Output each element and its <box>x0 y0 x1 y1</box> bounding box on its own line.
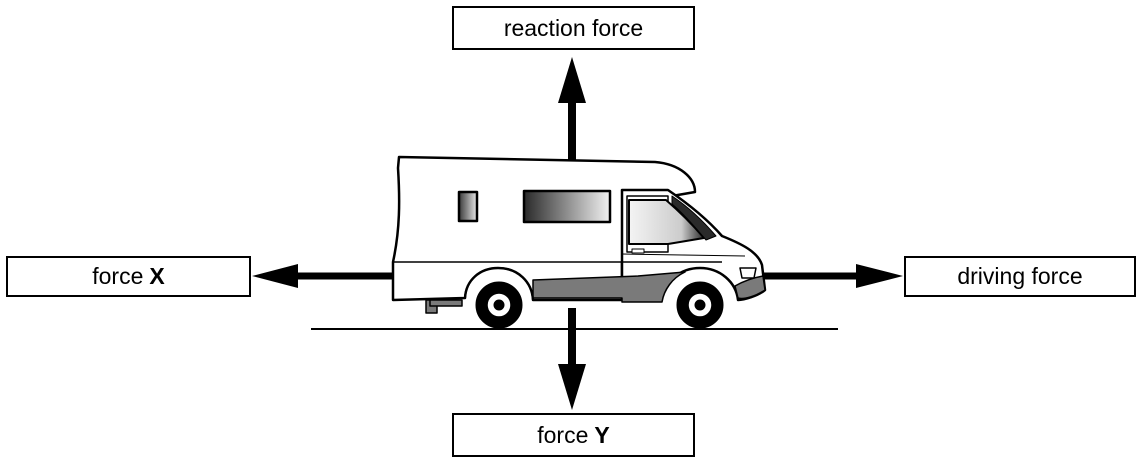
reaction-force-label: reaction force <box>452 6 695 50</box>
driving-force-arrow <box>762 264 903 288</box>
reaction-force-arrow <box>558 57 586 162</box>
force-y-letter: Y <box>594 421 610 448</box>
side-window <box>522 189 612 224</box>
motorhome-icon <box>391 155 767 329</box>
front-wheel <box>676 281 724 329</box>
reaction-force-text: reaction force <box>503 14 644 41</box>
force-x-letter: X <box>149 263 165 289</box>
driving-force-text: driving force <box>957 263 1083 289</box>
driving-force-label: driving force <box>904 256 1136 297</box>
force-y-prefix: force <box>537 421 589 448</box>
small-window <box>457 190 479 223</box>
cab-window <box>628 199 705 245</box>
force-x-arrow <box>252 264 393 288</box>
force-y-arrow <box>558 308 586 410</box>
force-x-prefix: force <box>92 263 144 289</box>
rear-wheel <box>475 281 523 329</box>
